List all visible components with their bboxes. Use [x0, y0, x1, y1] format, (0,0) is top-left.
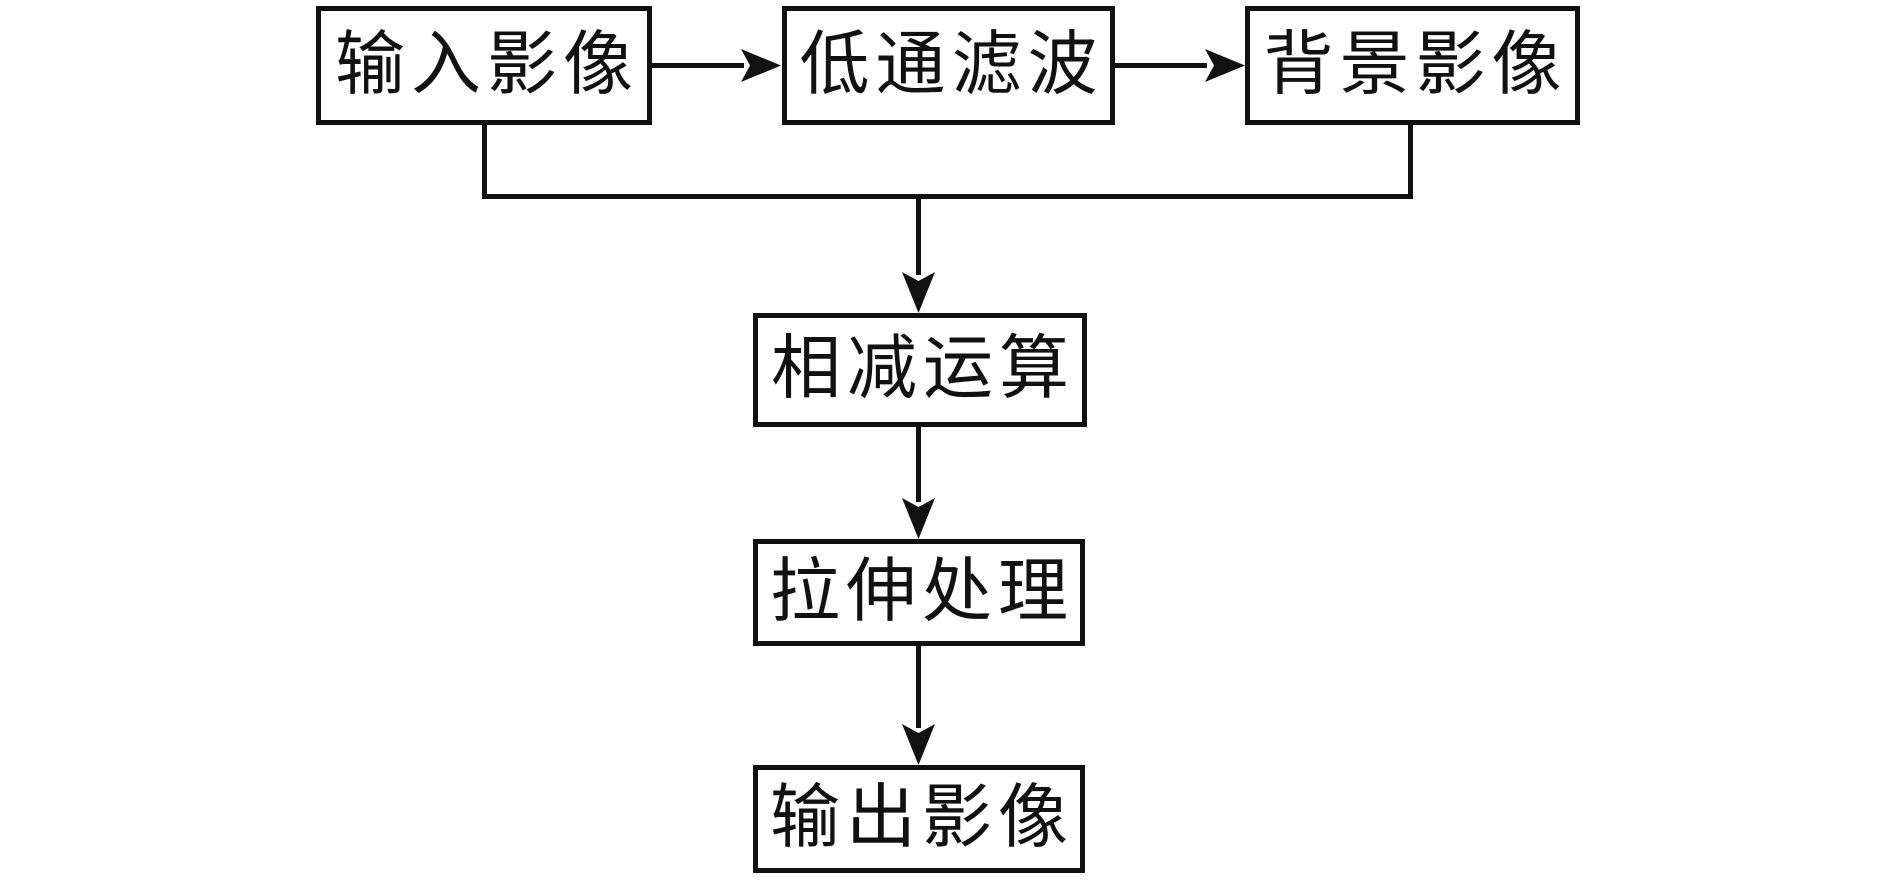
connector-input-to-lowpass-line — [652, 63, 744, 68]
node-subtraction: 相减运算 — [753, 313, 1087, 427]
connector-background-drop-line — [1408, 123, 1413, 199]
node-background-image-label: 背景影像 — [1263, 26, 1568, 104]
connector-lowpass-to-background-line — [1115, 63, 1207, 68]
node-input-image-label: 输入影像 — [335, 26, 639, 104]
node-subtraction-label: 相减运算 — [771, 331, 1075, 408]
arrow-down-icon — [902, 498, 935, 539]
connector-bus-line — [482, 194, 1413, 199]
connector-bus-to-subtraction-line — [916, 197, 921, 275]
node-output-image-label: 输出影像 — [770, 780, 1074, 857]
node-background-image: 背景影像 — [1245, 6, 1580, 125]
node-output-image: 输出影像 — [753, 765, 1085, 873]
node-stretch-processing-label: 拉伸处理 — [770, 553, 1074, 631]
arrow-right-icon — [1205, 49, 1245, 82]
arrow-down-icon — [902, 272, 935, 313]
node-lowpass-filter: 低通滤波 — [782, 6, 1115, 125]
node-lowpass-filter-label: 低通滤波 — [799, 26, 1104, 104]
node-stretch-processing: 拉伸处理 — [753, 539, 1085, 646]
arrow-down-icon — [902, 724, 935, 765]
connector-stretch-to-output-line — [916, 646, 921, 728]
node-input-image: 输入影像 — [316, 6, 652, 125]
arrow-right-icon — [741, 49, 781, 82]
connector-subtraction-to-stretch-line — [916, 427, 921, 502]
connector-input-drop-line — [482, 125, 487, 199]
